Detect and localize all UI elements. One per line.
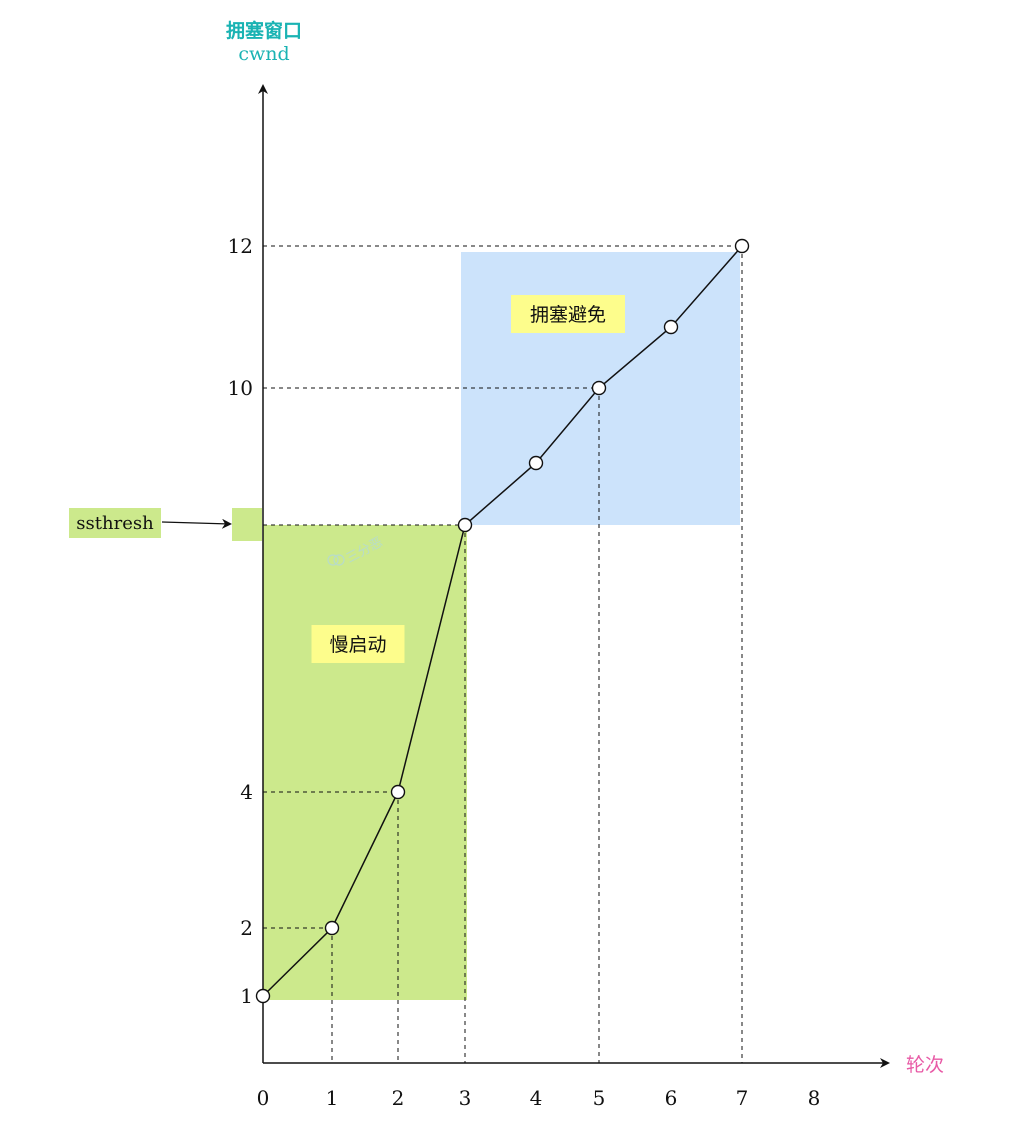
y-tick-label: 4 [240,780,253,804]
x-tick-label: 8 [808,1086,821,1110]
data-point [591,380,607,396]
ssthresh-annotation: ssthresh [69,508,262,541]
region-label-box [511,295,625,333]
data-point [457,517,473,533]
region-label: 慢启动 [329,634,386,656]
cwnd-series-line [262,245,743,997]
y-tick-label: 2 [240,916,253,940]
data-point [255,988,271,1004]
y-tick-labels: 12481012 [228,234,254,1008]
guide-lines [263,245,744,1063]
x-tick-label: 2 [392,1086,405,1110]
data-point [528,455,544,471]
x-tick-label: 1 [326,1086,339,1110]
data-point [734,238,750,254]
axes [258,84,890,1068]
watermark-logo [327,554,339,566]
x-tick-label: 7 [736,1086,749,1110]
region-label-box [311,625,405,663]
data-point [390,784,406,800]
y-tick-label: 1 [240,984,253,1008]
y-axis-unit: cwnd [238,43,289,65]
x-axis-title: 轮次 [906,1054,944,1076]
ssthresh-value-box [232,508,262,541]
ssthresh-label: ssthresh [76,513,154,534]
y-axis-title: 拥塞窗口 [226,19,302,42]
region-label: 拥塞避免 [530,304,606,326]
region-slow-start [263,525,467,1000]
ssthresh-box [69,508,161,538]
watermark-logo-ring [333,554,345,566]
region-labels: 慢启动 拥塞避免 [311,295,625,663]
x-tick-label: 5 [593,1086,606,1110]
data-point [324,920,340,936]
y-tick-label: 10 [228,376,253,400]
data-point [663,319,679,335]
x-tick-label: 3 [459,1086,472,1110]
ssthresh-arrow [161,518,232,529]
x-tick-label: 4 [530,1086,543,1110]
x-tick-labels: 0 1 2 3 4 5 6 7 8 [257,1086,821,1110]
y-tick-label: 12 [228,234,253,258]
x-tick-label: 6 [665,1086,678,1110]
x-tick-label: 0 [257,1086,270,1110]
data-points [255,238,750,1004]
